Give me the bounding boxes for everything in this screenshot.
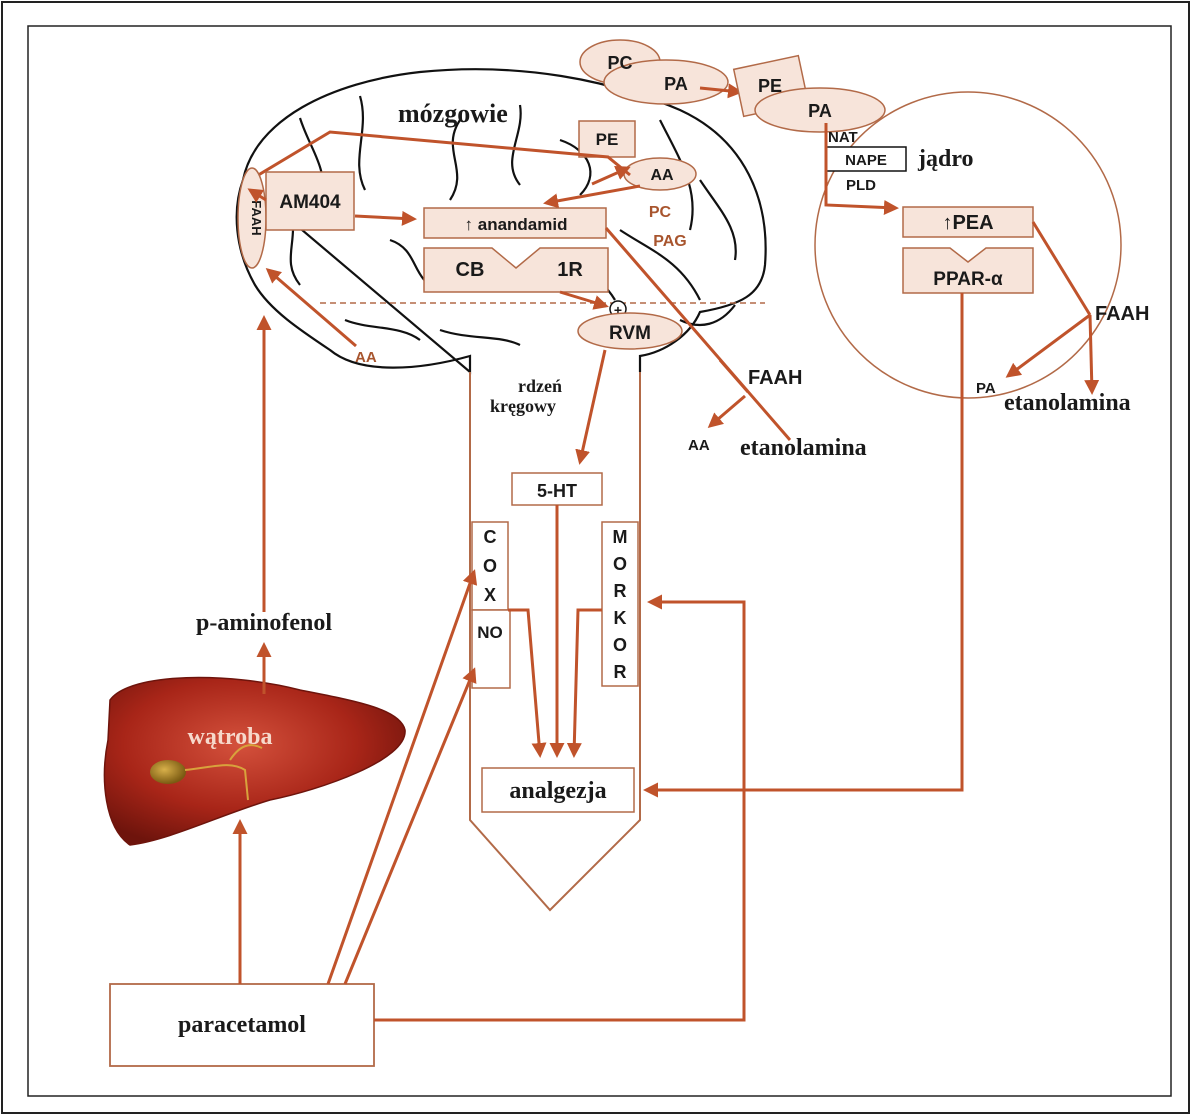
morkor-letter-6: R [614, 662, 627, 682]
cb-label: CB [456, 259, 485, 281]
ppar-label: PPAR-α [933, 269, 1003, 290]
morkor-letter-5: O [613, 635, 627, 655]
anandamid-label: ↑ anandamid [465, 215, 568, 234]
no-label: NO [477, 623, 503, 642]
aa-left-label: AA [355, 349, 377, 366]
analgesia-box: analgezja [482, 768, 634, 812]
cox-box: C O X [472, 522, 508, 610]
pe-brain-label: PE [596, 130, 619, 149]
morkor-letter-4: K [614, 608, 627, 628]
nape-label: NAPE [845, 152, 887, 169]
faah-brain-label: FAAH [249, 200, 264, 235]
morkor-letter-2: O [613, 554, 627, 574]
5ht-box: 5-HT [512, 473, 602, 505]
etanolamina-right: etanolamina [1004, 390, 1131, 416]
1r-label: 1R [557, 259, 583, 281]
nat-label: NAT [828, 129, 858, 146]
spinal-label-1: rdzeń [518, 376, 562, 396]
analgesia-label: analgezja [509, 778, 606, 804]
arrow-faah-to-etanolamina-right [1090, 315, 1092, 392]
anandamid-box: ↑ anandamid [424, 208, 606, 238]
pld-label: PLD [846, 177, 876, 194]
no-box: NO [472, 610, 510, 688]
faah-label-mid: FAAH [748, 367, 802, 389]
nucleus-label: jądro [917, 146, 974, 172]
pc-top-label: PC [607, 53, 632, 73]
cox-letter-1: C [484, 527, 497, 547]
aa-bottom-label: AA [688, 437, 710, 454]
aa-brain-label: AA [650, 167, 674, 184]
pa-right-label: PA [976, 380, 996, 397]
brain-label: mózgowie [398, 99, 508, 128]
paracetamol-box: paracetamol [110, 984, 374, 1066]
pa-top-label-2: PA [808, 101, 832, 121]
morkor-letter-3: R [614, 581, 627, 601]
spinal-label-2: kręgowy [490, 396, 556, 416]
pea-label: ↑PEA [942, 212, 993, 234]
liver-label: wątroba [188, 724, 273, 750]
paracetamol-label: paracetamol [178, 1012, 306, 1038]
pea-box: ↑PEA [903, 207, 1033, 237]
am404-box: AM404 [266, 172, 354, 230]
morkor-letter-1: M [613, 527, 628, 547]
etanolamina-mid: etanolamina [740, 435, 867, 461]
rvm-label: RVM [609, 323, 651, 344]
morkor-box: M O R K O R [602, 522, 638, 686]
cox-letter-3: X [484, 585, 496, 605]
p-aminofenol-label: p-aminofenol [196, 610, 332, 636]
pag-label: PAG [653, 233, 686, 250]
5ht-label: 5-HT [537, 481, 577, 501]
faah-label-right: FAAH [1095, 303, 1149, 325]
pa-top-label-1: PA [664, 74, 688, 94]
pc-brain-label: PC [649, 204, 672, 221]
cox-letter-2: O [483, 556, 497, 576]
am404-label: AM404 [279, 192, 341, 213]
pe-top-label: PE [758, 76, 782, 96]
pe-brain-box: PE [579, 121, 635, 157]
